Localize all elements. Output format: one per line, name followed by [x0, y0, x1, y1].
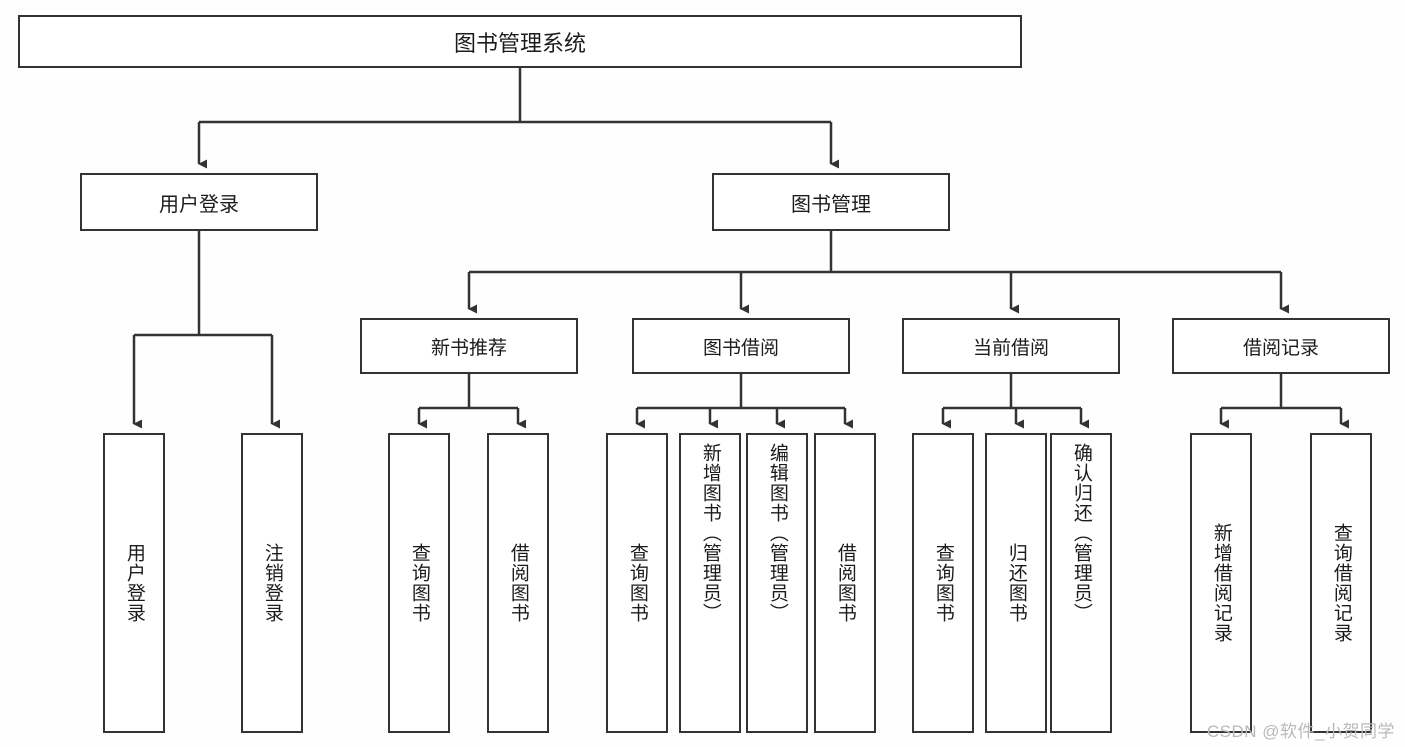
node-label: 查询图书 [408, 543, 430, 623]
watermark: CSDN @软件_小贺同学 [1206, 722, 1395, 741]
node-label: 图书管理 [791, 193, 871, 216]
node-label: 新书推荐 [430, 337, 507, 359]
leaf-text-wrap: 归还图书 [987, 443, 1045, 723]
node-label: 注销登录 [261, 543, 283, 623]
node-leaf-add-book-admin[interactable]: 新增图书（管理员） [679, 433, 741, 733]
leaf-text-wrap: 确认归还（管理员） [1052, 443, 1110, 723]
node-leaf-return-book[interactable]: 归还图书 [985, 433, 1047, 733]
node-leaf-query-borrow-record[interactable]: 查询借阅记录 [1310, 433, 1372, 733]
leaf-text-wrap: 借阅图书 [816, 443, 874, 723]
leaf-text-wrap: 借阅图书 [489, 443, 547, 723]
node-label: 归还图书 [1005, 543, 1027, 623]
node-user-login[interactable]: 用户登录 [80, 173, 318, 231]
leaf-text-wrap: 用户登录 [105, 443, 163, 723]
node-leaf-logout[interactable]: 注销登录 [241, 433, 303, 733]
node-leaf-confirm-return-admin[interactable]: 确认归还（管理员） [1050, 433, 1112, 733]
node-label: 确认归还（管理员） [1070, 443, 1092, 623]
leaf-text-wrap: 查询图书 [914, 443, 972, 723]
node-label: 编辑图书（管理员） [766, 443, 788, 623]
node-label: 借阅图书 [834, 543, 856, 623]
node-leaf-query-book-1[interactable]: 查询图书 [388, 433, 450, 733]
node-label: 借阅图书 [507, 543, 529, 623]
leaf-text-wrap: 新增借阅记录 [1192, 443, 1250, 723]
node-book-manage[interactable]: 图书管理 [712, 173, 950, 231]
node-label: 当前借阅 [972, 337, 1049, 359]
node-current-borrow[interactable]: 当前借阅 [902, 318, 1120, 374]
node-label: 用户登录 [123, 543, 145, 623]
node-leaf-add-borrow-record[interactable]: 新增借阅记录 [1190, 433, 1252, 733]
node-label: 查询图书 [626, 543, 648, 623]
node-book-borrow[interactable]: 图书借阅 [632, 318, 850, 374]
node-label: 新增借阅记录 [1210, 523, 1232, 643]
node-leaf-borrow-book-1[interactable]: 借阅图书 [487, 433, 549, 733]
leaf-text-wrap: 查询借阅记录 [1312, 443, 1370, 723]
node-label: 查询借阅记录 [1330, 523, 1352, 643]
leaf-text-wrap: 新增图书（管理员） [681, 443, 739, 723]
node-leaf-query-book-3[interactable]: 查询图书 [912, 433, 974, 733]
node-label: 用户登录 [159, 193, 239, 216]
leaf-text-wrap: 查询图书 [390, 443, 448, 723]
node-new-book-recommend[interactable]: 新书推荐 [360, 318, 578, 374]
node-borrow-record[interactable]: 借阅记录 [1172, 318, 1390, 374]
leaf-text-wrap: 注销登录 [243, 443, 301, 723]
node-label: 图书借阅 [702, 337, 779, 359]
node-leaf-edit-book-admin[interactable]: 编辑图书（管理员） [746, 433, 808, 733]
node-leaf-borrow-book-2[interactable]: 借阅图书 [814, 433, 876, 733]
node-root-root[interactable]: 图书管理系统 [18, 15, 1022, 68]
leaf-text-wrap: 查询图书 [608, 443, 666, 723]
leaf-text-wrap: 编辑图书（管理员） [748, 443, 806, 723]
node-label: 借阅记录 [1242, 337, 1319, 359]
node-leaf-query-book-2[interactable]: 查询图书 [606, 433, 668, 733]
node-leaf-user-login[interactable]: 用户登录 [103, 433, 165, 733]
node-label: 查询图书 [932, 543, 954, 623]
node-label: 新增图书（管理员） [699, 443, 721, 623]
node-label: 图书管理系统 [453, 30, 586, 56]
